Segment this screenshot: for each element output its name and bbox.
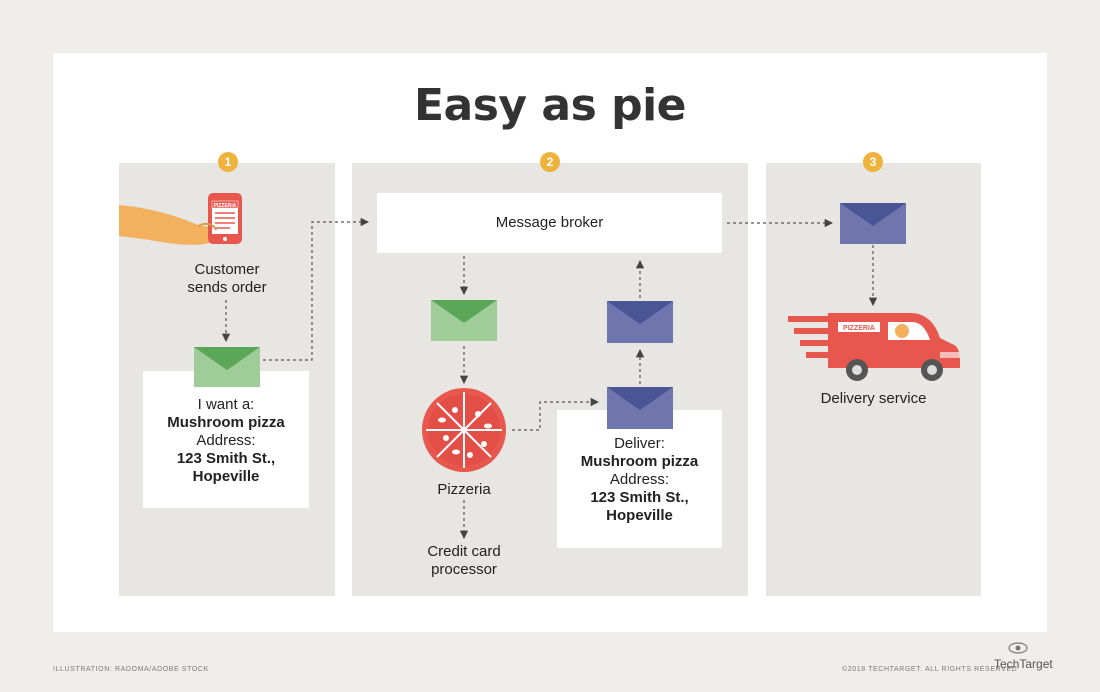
order-note-line4: 123 Smith St.,: [176, 450, 276, 467]
customer-label: Customer sends order: [140, 261, 314, 297]
customer-label-line2: sends order: [187, 279, 267, 296]
phone-label: PIZZERIA: [214, 203, 237, 209]
step-badge-1: 1: [218, 152, 238, 172]
delivery-service-label: Delivery service: [820, 390, 927, 407]
pizza-icon: [422, 388, 506, 472]
broker-label: Message broker: [495, 214, 604, 231]
envelope-order-received-icon: [431, 300, 497, 341]
envelope-delivery-icon: [840, 203, 906, 244]
step-badge-2: 2: [540, 152, 560, 172]
deliver-note-line1: Deliver:: [614, 435, 665, 452]
van-label: PIZZERIA: [843, 325, 875, 332]
deliver-note-line3: Address:: [609, 471, 670, 488]
pizzeria-label: Pizzeria: [437, 481, 491, 498]
step-badge-3: 3: [863, 152, 883, 172]
arrow-envelope-to-broker: [263, 217, 370, 361]
delivery-van-icon: PIZZERIA: [788, 313, 960, 381]
order-note-line3: Address:: [196, 432, 256, 449]
envelope-order-icon: [194, 347, 260, 387]
envelope-deliver-icon: [607, 387, 673, 429]
hand-phone-icon: PIZZERIA: [119, 193, 242, 245]
order-note-text: I want a: Mushroom pizza Address: 123 Sm…: [143, 396, 309, 486]
footer-credit: ILLUSTRATION: RADOMA/ADOBE STOCK: [53, 666, 209, 673]
deliver-note-box: [557, 410, 722, 548]
arrow-pizzeria-to-blue-envelope: [512, 397, 600, 431]
eye-icon: [1008, 642, 1028, 654]
order-note-line1: I want a:: [197, 396, 255, 413]
order-note-line2: Mushroom pizza: [167, 414, 285, 431]
techtarget-logo: TechTarget: [994, 642, 1053, 671]
deliver-note-line4: 123 Smith St.,: [590, 489, 689, 506]
broker-box: [377, 193, 722, 253]
techtarget-logo-text: TechTarget: [994, 657, 1053, 671]
credit-card-label: Credit card processor: [394, 543, 534, 579]
credit-label-line1: Credit card: [427, 543, 501, 560]
deliver-note-text: Deliver: Mushroom pizza Address: 123 Smi…: [557, 435, 722, 525]
customer-label-line1: Customer: [194, 261, 260, 278]
deliver-note-line2: Mushroom pizza: [580, 453, 699, 470]
credit-label-line2: processor: [431, 561, 497, 578]
order-note-line5: Hopeville: [192, 468, 260, 485]
diagram-title: Easy as pie: [413, 80, 687, 131]
order-note-box: [143, 371, 309, 508]
footer-copyright: ©2018 TECHTARGET. ALL RIGHTS RESERVED: [842, 666, 1018, 673]
deliver-note-line5: Hopeville: [606, 507, 673, 524]
envelope-confirmation-icon: [607, 301, 673, 343]
